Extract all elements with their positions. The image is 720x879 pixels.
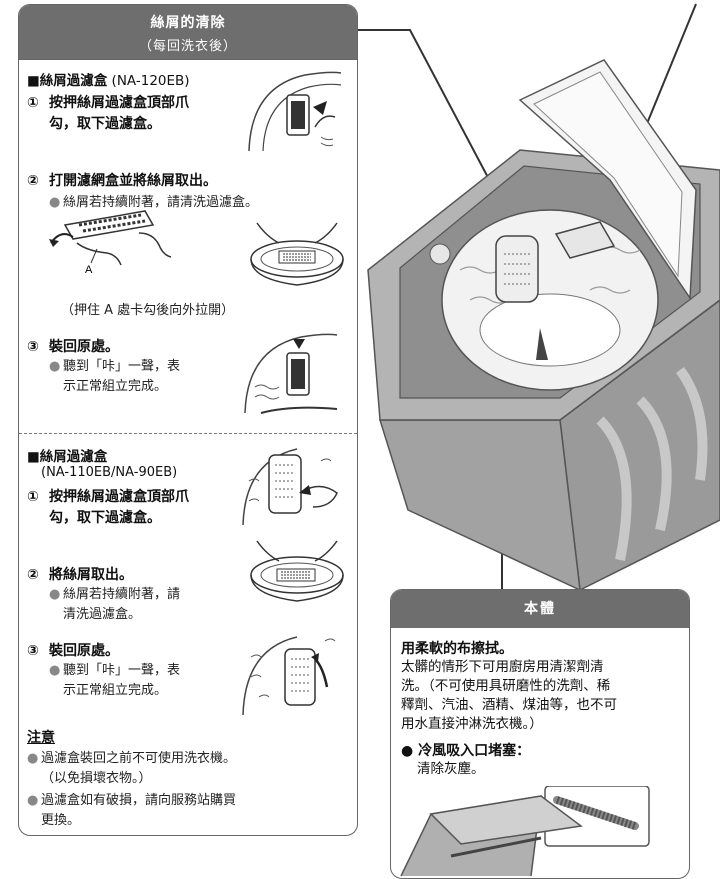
filter-open-hands-illustration: A	[49, 210, 172, 276]
bullet-dot-icon: ●	[49, 359, 61, 374]
body-bold-instruction: 用柔軟的布擦拭。	[401, 641, 513, 657]
step-text: 打開濾網盒並將絲屑取出。	[49, 173, 217, 189]
lint-removal-bowl-illustration	[250, 222, 344, 286]
step-text: 勾，取下過濾盒。	[49, 510, 161, 526]
step-text: 按押絲屑過濾盒頂部爪	[49, 95, 189, 111]
step-text: 將絲屑取出。	[49, 567, 133, 583]
bullet-text: 示正常組立完成。	[63, 683, 168, 698]
section1-step3-bullet: ●聽到「咔」一聲，表 示正常組立完成。	[49, 357, 180, 397]
leader-line	[358, 29, 521, 239]
section1-title-text: ■絲屑過濾盒	[27, 73, 108, 89]
filter-reinstall-illustration	[244, 333, 338, 414]
filter2-removal-illustration	[242, 448, 338, 526]
body-panel-header: 本體	[391, 590, 689, 628]
body-text-line: 洗。（不可使用具研磨性的洗劑、稀	[401, 678, 611, 694]
filter-removal-illustration	[248, 71, 342, 152]
body-bullet-title: ● 冷風吸入口堵塞：	[401, 740, 530, 760]
note-text: 更換。	[41, 813, 81, 828]
body-bullet-text: 清除灰塵。	[417, 761, 485, 777]
body-cleaning-panel: 本體 用柔軟的布擦拭。 太髒的情形下可用廚房用清潔劑清 洗。（不可使用具研磨性的…	[390, 589, 690, 879]
section1-step3: ③ 裝回原處。	[27, 337, 119, 358]
section1-model: (NA-120EB)	[107, 73, 190, 89]
step-number: ③	[27, 339, 39, 355]
step-text: 裝回原處。	[49, 643, 119, 659]
section2-step2-bullet: ●絲屑若持續附著，請 清洗過濾盒。	[49, 585, 180, 625]
section1-step2: ② 打開濾網盒並將絲屑取出。	[27, 171, 217, 192]
bullet-title-text: 冷風吸入口堵塞：	[418, 743, 531, 759]
lint-cleaning-panel: 絲屑的清除 （每回洗衣後） ■絲屑過濾盒 (NA-120EB) ① 按押絲屑過濾盒…	[18, 4, 358, 836]
lint2-removal-bowl-illustration	[250, 540, 344, 602]
step-number: ①	[27, 489, 39, 505]
illus-label-a: A	[85, 264, 93, 276]
air-intake-illustration	[400, 786, 650, 877]
bullet-dot-icon: ●	[401, 743, 419, 759]
section1-title: ■絲屑過濾盒 (NA-120EB)	[27, 69, 190, 89]
bullet-dot-icon: ●	[49, 195, 61, 210]
step-number: ②	[27, 567, 39, 583]
step-text: 裝回原處。	[49, 339, 119, 355]
section1-step2-bullet: ●絲屑若持續附著，請清洗過濾盒。	[49, 193, 258, 213]
step-number: ②	[27, 173, 39, 189]
note-text: 過濾盒裝回之前不可使用洗衣機。	[41, 751, 237, 766]
lint-filter-in-tub	[495, 235, 539, 303]
machine-front-face	[378, 419, 581, 592]
section2-step2: ② 將絲屑取出。	[27, 565, 133, 586]
bullet-dot-icon: ●	[49, 663, 61, 678]
section2-step3: ③ 裝回原處。	[27, 641, 119, 662]
section-divider	[19, 433, 357, 434]
section1-caption: （押住 A 處卡勾後向外拉開）	[61, 303, 235, 318]
section2-model: (NA-110EB/NA-90EB)	[41, 465, 178, 480]
bullet-text: 聽到「咔」一聲，表	[63, 359, 181, 374]
notes-title: 注意	[27, 730, 55, 746]
lint-panel-header: 絲屑的清除 （每回洗衣後）	[19, 5, 357, 60]
note-item: ●過濾盒裝回之前不可使用洗衣機。 （以免損壞衣物。）	[27, 749, 236, 789]
step-number: ③	[27, 643, 39, 659]
body-text-line: 太髒的情形下可用廚房用清潔劑清	[401, 659, 604, 675]
step-text: 按押絲屑過濾盒頂部爪	[49, 489, 189, 505]
section2-step3-bullet: ●聽到「咔」一聲，表 示正常組立完成。	[49, 661, 180, 701]
bullet-text: 示正常組立完成。	[63, 379, 168, 394]
note-text: 過濾盒如有破損，請向服務站購買	[41, 793, 237, 808]
bullet-dot-icon: ●	[49, 587, 61, 602]
bullet-text: 聽到「咔」一聲，表	[63, 663, 181, 678]
bullet-text: 絲屑若持續附著，請清洗過濾盒。	[63, 195, 259, 210]
control-knob	[429, 243, 451, 265]
step-number: ①	[27, 95, 39, 111]
bullet-dot-icon: ●	[27, 751, 39, 766]
detergent-dispenser	[554, 221, 616, 259]
step-text: 勾，取下過濾盒。	[49, 116, 161, 132]
section2-step1: ① 按押絲屑過濾盒頂部爪 勾，取下過濾盒。	[27, 487, 189, 529]
body-instruction-text: 太髒的情形下可用廚房用清潔劑清 洗。（不可使用具研磨性的洗劑、稀 釋劑、汽油、酒…	[401, 658, 617, 734]
bullet-text: 絲屑若持續附著，請	[63, 587, 181, 602]
lint-panel-subtitle: （每回洗衣後）	[138, 39, 237, 54]
bullet-dot-icon: ●	[27, 793, 39, 808]
section1-step1: ① 按押絲屑過濾盒頂部爪 勾，取下過濾盒。	[27, 93, 189, 135]
bullet-text: 清洗過濾盒。	[63, 607, 142, 622]
body-text-line: 用水直接沖淋洗衣機。）	[401, 716, 543, 732]
note-text: （以免損壞衣物。）	[41, 771, 152, 786]
section2-title: ■絲屑過濾盒	[27, 449, 108, 465]
body-text-line: 釋劑、汽油、酒精、煤油等，也不可	[401, 697, 617, 713]
filter2-reinstall-illustration	[242, 636, 336, 716]
lint-panel-title: 絲屑的清除	[150, 15, 226, 31]
note-item: ●過濾盒如有破損，請向服務站購買 更換。	[27, 791, 236, 831]
